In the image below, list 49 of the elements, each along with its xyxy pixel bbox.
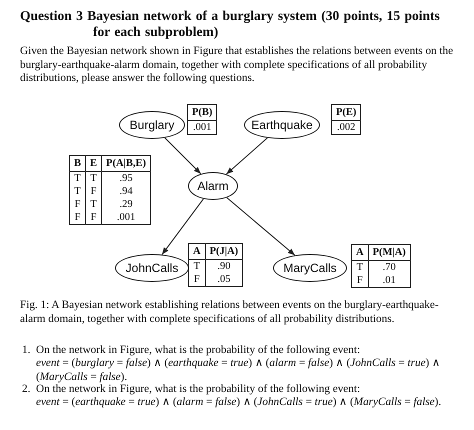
node-ellipse: MaryCalls	[273, 254, 347, 282]
formula: event = (burglary = false) ∧ (earthquake = true) ∧ (alarm = false) ∧ (JohnCalls = true) ∧ (MaryCalls = false).	[36, 357, 442, 384]
column-header: E	[90, 158, 98, 169]
node-ellipse: Alarm	[188, 172, 238, 200]
truth-value: T	[356, 262, 363, 273]
probability-value: .94	[119, 186, 133, 197]
node-ellipse: JohnCalls	[115, 254, 189, 282]
list-number: 2.	[22, 383, 32, 396]
question-text: On the network in Figure, what is the probability of the following event:	[36, 383, 362, 396]
column-header: P(J|A)	[210, 246, 238, 257]
probability-value: .90	[217, 261, 230, 272]
question-text: On the network in Figure, what is the probability of the following event:	[36, 344, 362, 358]
truth-value: F	[356, 275, 363, 286]
column-header: P(E)	[336, 107, 356, 118]
arrow	[226, 137, 268, 175]
column-header: P(M|A)	[372, 247, 406, 258]
probability-value: .002	[337, 122, 356, 133]
truth-value: F	[90, 186, 96, 197]
node-ellipse: Burglary	[119, 111, 185, 139]
arrow	[162, 198, 204, 256]
probability-value: .95	[119, 173, 133, 184]
probability-value: .29	[119, 199, 133, 210]
probability-value: .70	[382, 262, 396, 273]
truth-value: T	[74, 173, 81, 184]
formula: event = (earthquake = true) ∧ (alarm = false) ∧ (JohnCalls = true) ∧ (MaryCalls = false).	[36, 396, 442, 410]
list-number: 1.	[22, 344, 32, 358]
intro-paragraph: Given the Bayesian network shown in Figure that establishes the relations between events on the burglary-earthquake-alarm domain, together with complete specifications of all probability distributions, please answer the following questions.	[20, 45, 454, 86]
column-header: A	[356, 247, 364, 258]
truth-value: T	[194, 261, 200, 272]
truth-value: F	[194, 274, 200, 285]
truth-value: T	[74, 186, 81, 197]
truth-value: F	[74, 199, 80, 210]
figure-caption: Fig. 1: A Bayesian network establishing relations between events on the burglary-earthquake-alarm domain, together with complete specifications of all probability distributions.	[20, 299, 440, 326]
probability-value: .01	[382, 275, 396, 286]
question-heading: Question 3 Bayesian network of a burglary system (30 points, 15 points for each subproblem)	[20, 8, 441, 40]
column-header: A	[193, 246, 201, 257]
truth-value: T	[90, 199, 97, 210]
arrow	[226, 197, 296, 256]
probability-value: .05	[217, 274, 230, 285]
probability-value: .001	[193, 122, 212, 133]
column-header: P(B)	[192, 107, 212, 118]
truth-value: F	[74, 212, 80, 223]
node-ellipse: Earthquake	[244, 111, 320, 139]
truth-value: F	[90, 212, 96, 223]
truth-value: T	[90, 173, 97, 184]
column-header: P(A|B,E)	[106, 158, 146, 169]
probability-value: .001	[116, 212, 136, 223]
column-header: B	[74, 158, 82, 169]
arrow	[164, 137, 202, 174]
